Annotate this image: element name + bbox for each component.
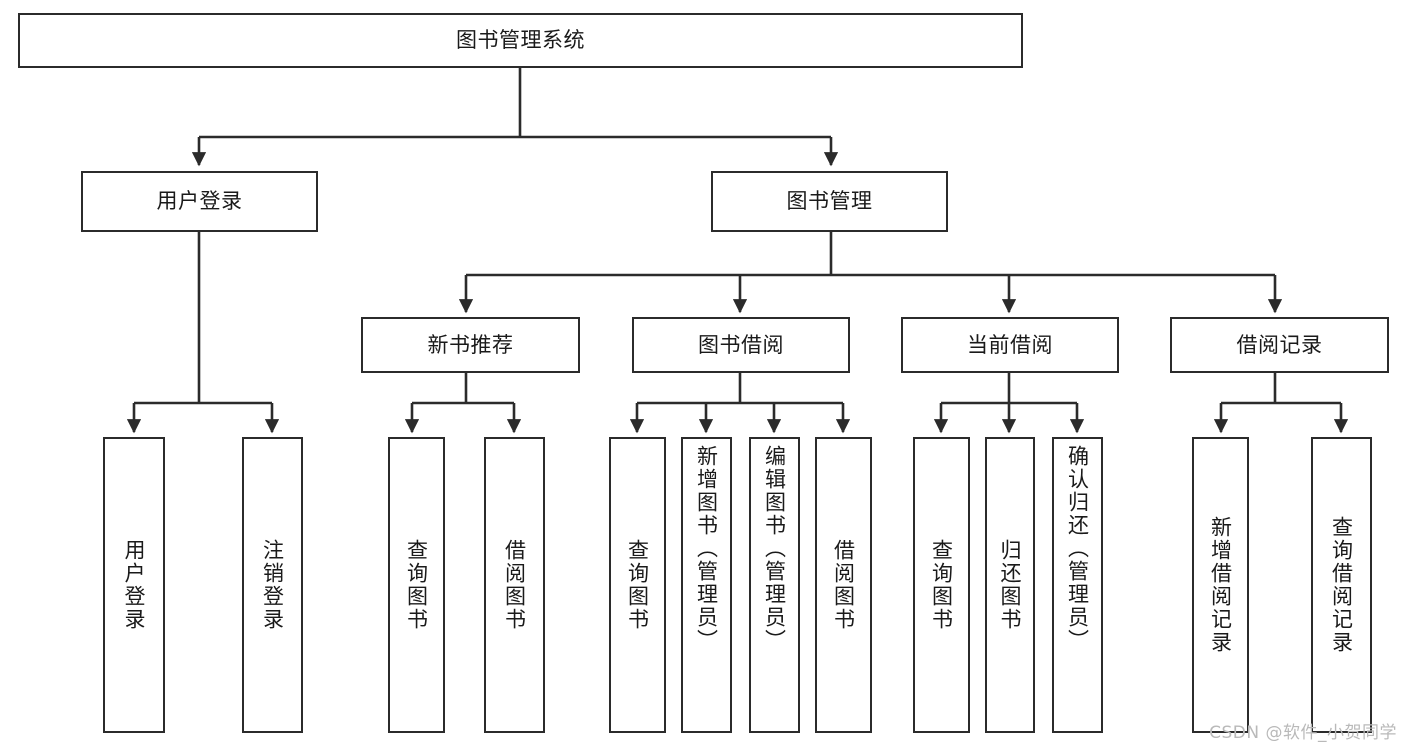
leaf-query-book-current[interactable]: 查询图书 <box>913 437 970 733</box>
leaf-query-borrow-record[interactable]: 查询借阅记录 <box>1311 437 1372 733</box>
node-borrow-record[interactable]: 借阅记录 <box>1170 317 1389 373</box>
node-label: 查询图书 <box>625 539 650 631</box>
node-label: 当前借阅 <box>967 332 1053 357</box>
node-book-management-system[interactable]: 图书管理系统 <box>18 13 1023 68</box>
leaf-add-book-admin[interactable]: 新增图书（管理员） <box>681 437 732 733</box>
node-label: 新增图书（管理员） <box>694 445 719 652</box>
node-label: 编辑图书（管理员） <box>762 445 787 652</box>
node-label: 图书管理 <box>786 189 873 213</box>
node-label: 图书借阅 <box>698 332 784 357</box>
leaf-user-login[interactable]: 用户登录 <box>103 437 165 733</box>
node-label: 归还图书 <box>998 539 1023 631</box>
node-label: 查询图书 <box>929 539 954 631</box>
leaf-query-book-recommend[interactable]: 查询图书 <box>388 437 445 733</box>
node-label: 注销登录 <box>260 539 285 631</box>
node-label: 新书推荐 <box>427 332 514 357</box>
node-label: 新增借阅记录 <box>1208 516 1233 654</box>
leaf-borrow-book[interactable]: 借阅图书 <box>815 437 872 733</box>
node-label: 借阅记录 <box>1236 332 1323 357</box>
node-user-login[interactable]: 用户登录 <box>81 171 318 232</box>
leaf-confirm-return-admin[interactable]: 确认归还（管理员） <box>1052 437 1103 733</box>
node-label: 查询图书 <box>404 539 429 631</box>
node-current-borrow[interactable]: 当前借阅 <box>901 317 1119 373</box>
node-book-management[interactable]: 图书管理 <box>711 171 948 232</box>
node-new-book-recommend[interactable]: 新书推荐 <box>361 317 580 373</box>
leaf-borrow-book-recommend[interactable]: 借阅图书 <box>484 437 545 733</box>
node-label: 查询借阅记录 <box>1329 516 1354 654</box>
node-book-borrow[interactable]: 图书借阅 <box>632 317 850 373</box>
node-label: 图书管理系统 <box>456 28 585 52</box>
leaf-edit-book-admin[interactable]: 编辑图书（管理员） <box>749 437 800 733</box>
csdn-watermark: CSDN @软件_小贺同学 <box>1209 723 1397 743</box>
node-label: 借阅图书 <box>831 539 856 631</box>
leaf-add-borrow-record[interactable]: 新增借阅记录 <box>1192 437 1249 733</box>
node-label: 用户登录 <box>122 539 147 631</box>
node-label: 借阅图书 <box>502 539 527 631</box>
leaf-query-book-borrow[interactable]: 查询图书 <box>609 437 666 733</box>
node-label: 用户登录 <box>156 189 243 213</box>
leaf-return-book[interactable]: 归还图书 <box>985 437 1035 733</box>
leaf-logout-login[interactable]: 注销登录 <box>242 437 303 733</box>
node-label: 确认归还（管理员） <box>1065 445 1090 652</box>
